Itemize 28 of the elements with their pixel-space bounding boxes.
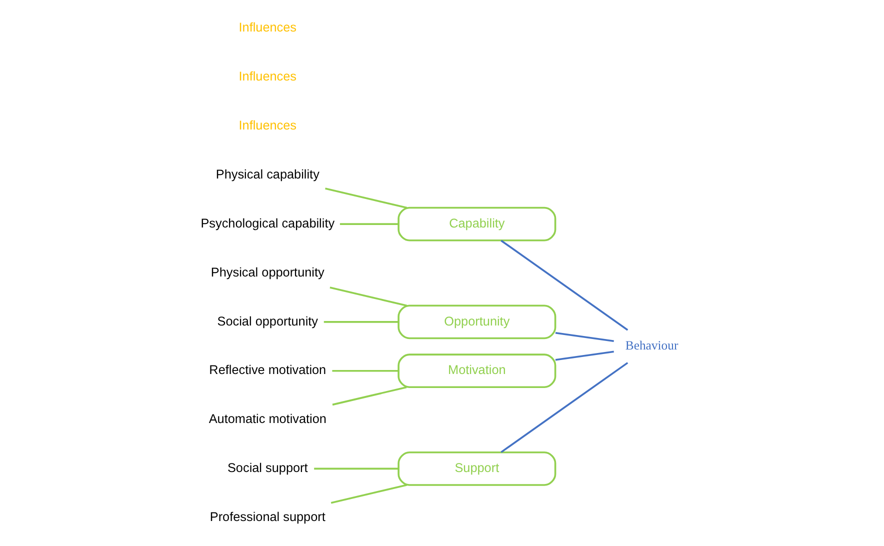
connector [323,321,398,323]
node-box: Motivation [397,354,556,388]
node-box: Opportunity [397,304,556,340]
connector [314,468,398,470]
connector [339,223,398,225]
connector [332,370,398,372]
connector [330,484,406,504]
connector [554,332,614,342]
connector [324,188,407,209]
connector [329,286,406,306]
node-text: Physical opportunity [210,265,324,280]
node-text: Professional support [209,510,325,524]
node-box: Support [397,451,556,486]
node-text: Automatic motivation [208,412,326,426]
node-text: Physical capability [215,168,319,182]
connector [554,350,614,361]
label: Influences [238,20,296,35]
node-text: Social support [226,461,308,476]
node-text: Reflective motivation [208,363,326,378]
node-text: Social opportunity [216,314,318,328]
label: Influences [238,70,296,84]
connector [332,386,406,406]
node-text: Behaviour [624,338,678,353]
connector [500,240,628,331]
node-text: Psychological capability [200,216,334,230]
connector [500,362,628,453]
label: Influences [238,118,296,133]
node-box: Capability [397,206,556,242]
